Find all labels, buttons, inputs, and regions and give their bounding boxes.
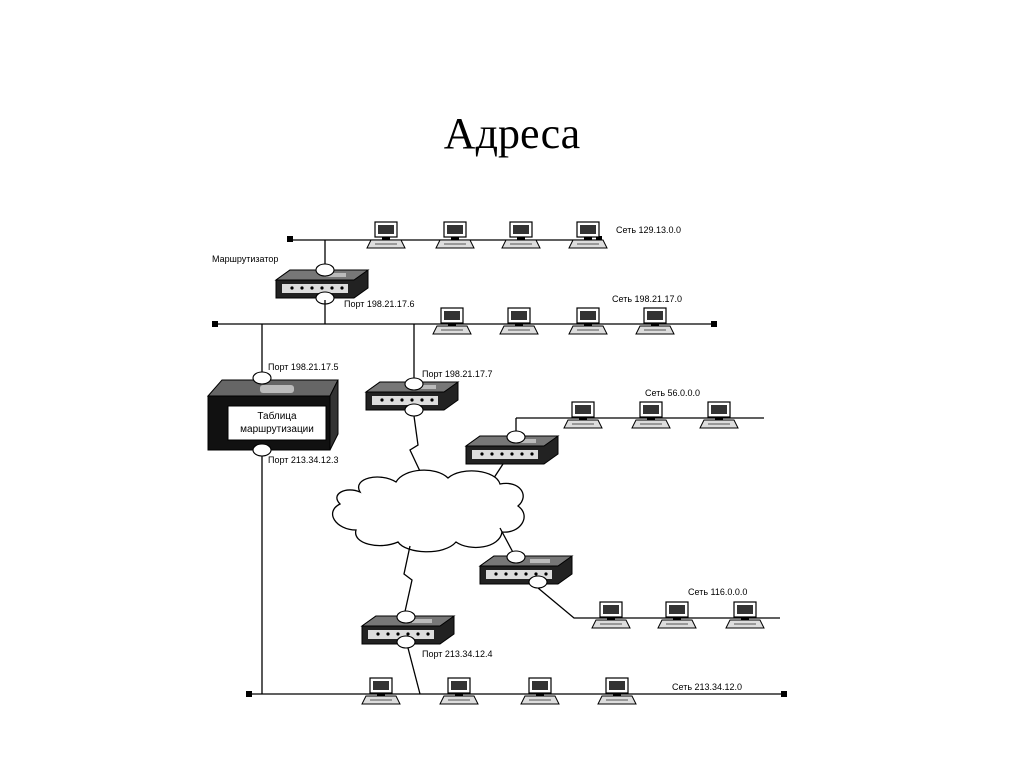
computer-icon [699, 401, 739, 429]
network-213-34-segment [246, 691, 787, 697]
port-label-213-3: Порт 213.34.12.3 [268, 455, 338, 465]
network-label-116: Сеть 116.0.0.0 [688, 587, 747, 597]
computer-icon [568, 221, 608, 249]
routing-table-line1: Таблица [257, 410, 297, 422]
network-label-213: Сеть 213.34.12.0 [672, 682, 742, 692]
routing-table-line2: маршрутизации [240, 424, 314, 435]
slide-title: Адреса [443, 109, 581, 158]
router-label: Маршрутизатор [212, 254, 278, 264]
port-icon [404, 403, 424, 417]
network-label-198: Сеть 198.21.17.0 [612, 294, 682, 304]
computer-icon [725, 601, 765, 629]
port-label-213-4: Порт 213.34.12.4 [422, 649, 492, 659]
computer-icon [439, 677, 479, 705]
port-icon [506, 550, 526, 564]
computer-icon [635, 307, 675, 335]
port-label-198-5: Порт 198.21.17.5 [268, 362, 338, 372]
computer-icon [435, 221, 475, 249]
wan-cloud-icon [332, 469, 525, 553]
computer-icon [499, 307, 539, 335]
main-router-icon [206, 379, 339, 451]
computer-icon [432, 307, 472, 335]
computer-icon [657, 601, 697, 629]
port-icon [528, 575, 548, 589]
computer-icon [597, 677, 637, 705]
network-198-21-segment [212, 321, 717, 327]
computer-icon [520, 677, 560, 705]
port-icon [506, 430, 526, 444]
computer-icon [591, 601, 631, 629]
computer-icon [631, 401, 671, 429]
port-icon [404, 377, 424, 391]
computer-icon [563, 401, 603, 429]
computer-icon [568, 307, 608, 335]
port-icon [396, 610, 416, 624]
port-icon [252, 371, 272, 385]
network-label-129: Сеть 129.13.0.0 [616, 225, 681, 235]
computer-icon [501, 221, 541, 249]
network-label-56: Сеть 56.0.0.0 [645, 388, 700, 398]
computer-icon [361, 677, 401, 705]
computer-icon [366, 221, 406, 249]
router-icon [479, 555, 573, 585]
port-icon [396, 635, 416, 649]
port-label-198-6: Порт 198.21.17.6 [344, 299, 414, 309]
port-icon [315, 263, 335, 277]
port-label-198-7: Порт 198.21.17.7 [422, 369, 492, 379]
